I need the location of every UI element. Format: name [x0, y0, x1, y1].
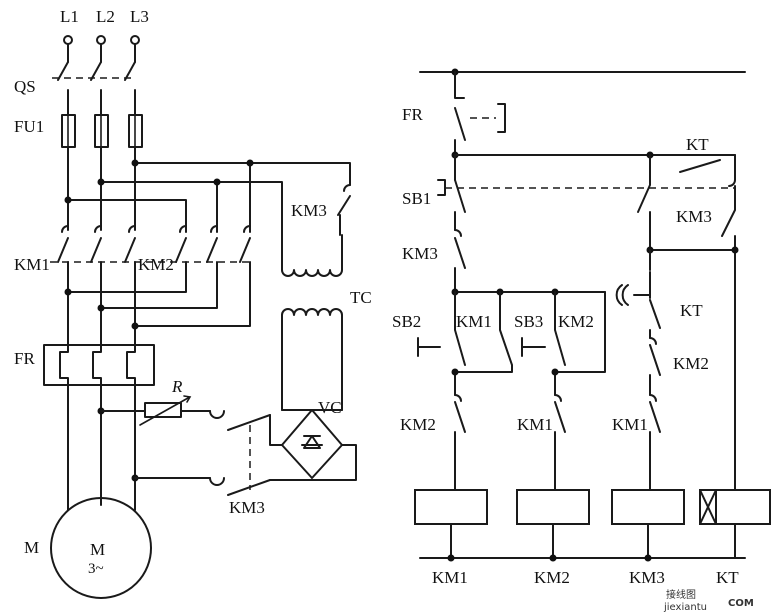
sb2-label: SB2 [392, 312, 421, 331]
qs-switch [52, 61, 136, 116]
coil-label-km1: KM1 [432, 568, 468, 587]
km2-hold-label: KM2 [558, 312, 594, 331]
motor-side-label: M [24, 538, 39, 557]
fr-thermal-relay [43, 344, 155, 386]
control-circuit: FR KT SB1 KM3 SB2 KM1 SB3 [392, 68, 771, 587]
watermark: 接线图 jiexiantu COM [663, 588, 754, 613]
kt-top-label: KT [686, 135, 709, 154]
tc-label: TC [350, 288, 372, 307]
terminal-l3 [130, 35, 140, 45]
km1-hold-label: KM1 [456, 312, 492, 331]
qs-label: QS [14, 77, 36, 96]
resistor-label: R [171, 377, 183, 396]
km1-interlock-label: KM1 [517, 415, 553, 434]
km3-brake-label: KM3 [229, 498, 265, 517]
coil-km2 [516, 489, 590, 525]
km2-interlock-label: KM2 [400, 415, 436, 434]
coil-km3 [611, 489, 685, 525]
rectifier-vc [269, 409, 357, 481]
watermark-line2: jiexiantu [663, 602, 707, 613]
km3-power-label: KM3 [291, 201, 327, 220]
km2-timer-label: KM2 [673, 354, 709, 373]
phase-l1-label: L1 [60, 7, 79, 26]
watermark-line1: 接线图 [666, 588, 696, 601]
coil-kt [699, 489, 771, 525]
coil-label-km3: KM3 [629, 568, 665, 587]
km3-nc-label: KM3 [402, 244, 438, 263]
sb3-label: SB3 [514, 312, 543, 331]
motor-type: 3~ [88, 561, 104, 577]
watermark-line3: COM [728, 598, 754, 609]
transformer-tc [281, 214, 343, 411]
fr-control-label: FR [402, 105, 423, 124]
fu1-fuses [61, 114, 143, 148]
kt-timer-label: KT [680, 301, 703, 320]
vc-label: VC [318, 398, 342, 417]
sb1-label: SB1 [402, 189, 431, 208]
km1-main-contacts [57, 225, 136, 346]
coil-km1 [414, 489, 488, 525]
coil-label-kt: KT [716, 568, 739, 587]
phase-l3-label: L3 [130, 7, 149, 26]
km1-interlock2-label: KM1 [612, 415, 648, 434]
km3-no-label: KM3 [676, 207, 712, 226]
power-circuit: L1 L2 L3 QS FU1 [14, 7, 372, 599]
terminal-l1 [63, 35, 73, 45]
terminal-l2 [96, 35, 106, 45]
fu1-label: FU1 [14, 117, 44, 136]
motor-name: M [90, 540, 105, 559]
coil-label-km2: KM2 [534, 568, 570, 587]
fr-power-label: FR [14, 349, 35, 368]
km2-main-contacts [67, 225, 251, 327]
motor-m [50, 497, 152, 599]
km2-main-label: KM2 [138, 255, 174, 274]
km1-main-label: KM1 [14, 255, 50, 274]
phase-l2-label: L2 [96, 7, 115, 26]
